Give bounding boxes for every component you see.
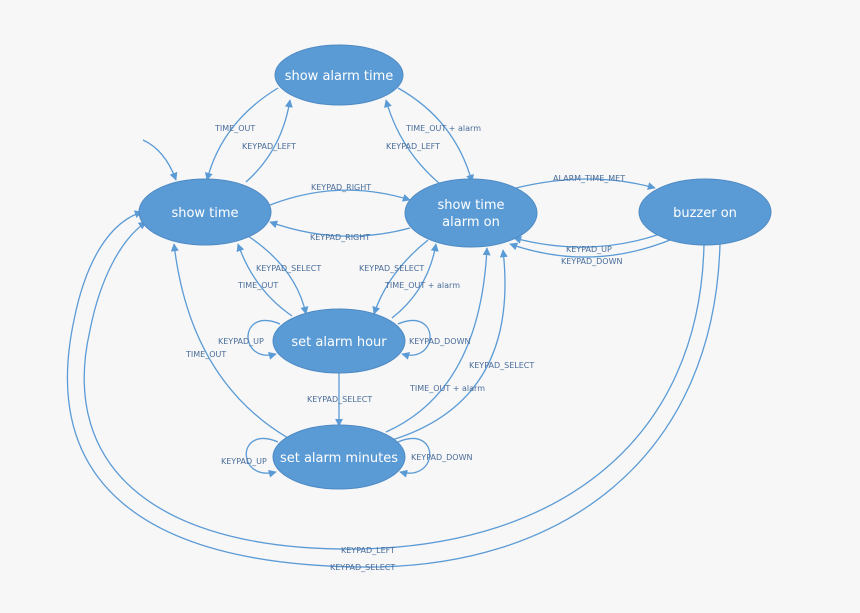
loop-minutes-up xyxy=(245,437,279,478)
edge-show-alarm-time-to-alarm-on xyxy=(397,87,474,183)
edge-alarm-on-to-buzzer xyxy=(515,178,656,190)
state-label-set-alarm-hour: set alarm hour xyxy=(291,335,387,350)
label-keypad-select-5: KEYPAD_SELECT xyxy=(330,563,395,572)
label-keypad-up-hour: KEYPAD_UP xyxy=(218,337,264,346)
label-keypad-down-buzzer: KEYPAD_DOWN xyxy=(561,257,623,266)
state-label-show-alarm-time: show alarm time xyxy=(285,69,394,84)
edge-minutes-to-show-time xyxy=(170,243,289,439)
label-time-out-alarm-3: TIME_OUT + alarm xyxy=(409,384,485,393)
label-keypad-right-2: KEYPAD_RIGHT xyxy=(310,233,370,242)
state-set-alarm-minutes: set alarm minutes xyxy=(272,424,406,490)
label-time-out-3: TIME_OUT xyxy=(185,350,226,359)
label-time-out-alarm-2: TIME_OUT + alarm xyxy=(384,281,460,290)
label-keypad-select-2: KEYPAD_SELECT xyxy=(359,264,424,273)
edge-hour-to-alarm-on xyxy=(391,243,439,319)
label-keypad-select-4: KEYPAD_SELECT xyxy=(307,395,372,404)
label-keypad-left-1: KEYPAD_LEFT xyxy=(242,142,296,151)
edge-show-time-to-show-alarm-time xyxy=(245,99,293,183)
edge-alarm-on-to-show-alarm-time xyxy=(384,99,441,185)
label-keypad-down-hour: KEYPAD_DOWN xyxy=(409,337,471,346)
edge-hour-to-show-time xyxy=(236,243,293,317)
state-buzzer-on: buzzer on xyxy=(638,178,772,246)
edge-show-time-to-alarm-on xyxy=(269,189,411,206)
edge-minutes-to-alarm-on-timeout xyxy=(385,247,491,433)
state-label-show-time: show time xyxy=(171,206,238,221)
label-time-out-1: TIME_OUT xyxy=(214,124,255,133)
edge-show-alarm-time-to-show-time xyxy=(204,87,279,181)
edge-buzzer-to-alarm-on-up xyxy=(513,233,661,248)
state-set-alarm-hour: set alarm hour xyxy=(272,308,406,374)
label-keypad-down-min: KEYPAD_DOWN xyxy=(411,453,473,462)
edge-alarm-on-to-show-time xyxy=(269,220,411,237)
initial-arrow xyxy=(142,139,178,181)
edge-buzzer-to-show-time-left xyxy=(83,221,705,550)
label-keypad-left-2: KEYPAD_LEFT xyxy=(386,142,440,151)
state-show-time: show time xyxy=(138,178,272,246)
edge-buzzer-to-show-time-select xyxy=(66,210,721,568)
loop-hour-up xyxy=(247,320,281,360)
label-keypad-select-3: KEYPAD_SELECT xyxy=(469,361,534,370)
label-keypad-left-3: KEYPAD_LEFT xyxy=(341,546,395,555)
label-time-out-2: TIME_OUT xyxy=(237,281,278,290)
state-label-alarm-on-line2: alarm on xyxy=(442,215,500,230)
edge-buzzer-to-alarm-on-down xyxy=(509,239,671,258)
edge-minutes-to-alarm-on-select xyxy=(391,249,508,441)
label-keypad-up-min: KEYPAD_UP xyxy=(221,457,267,466)
state-label-buzzer-on: buzzer on xyxy=(673,206,737,221)
loop-minutes-down xyxy=(397,437,431,478)
state-label-alarm-on-line1: show time xyxy=(437,198,504,213)
state-label-set-alarm-minutes: set alarm minutes xyxy=(280,451,398,466)
loop-hour-down xyxy=(397,320,431,360)
label-alarm-time-met: ALARM_TIME_MET xyxy=(553,174,625,183)
edge-alarm-on-to-hour xyxy=(372,239,429,315)
label-keypad-select-1: KEYPAD_SELECT xyxy=(256,264,321,273)
state-show-time-alarm-on: show time alarm on xyxy=(404,178,538,248)
label-keypad-right-1: KEYPAD_RIGHT xyxy=(311,183,371,192)
label-time-out-alarm-1: TIME_OUT + alarm xyxy=(405,124,481,133)
label-keypad-up-buzzer: KEYPAD_UP xyxy=(566,245,612,254)
state-show-alarm-time: show alarm time xyxy=(274,44,404,106)
edge-show-time-to-hour xyxy=(247,235,309,315)
